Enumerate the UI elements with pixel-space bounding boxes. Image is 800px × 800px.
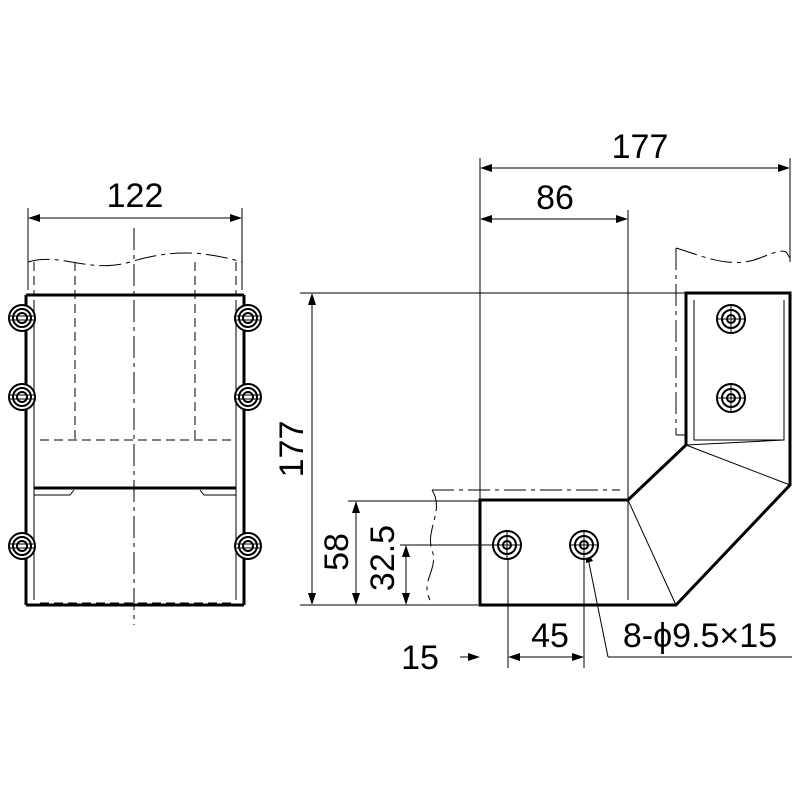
dimension-flange-height: 58 <box>318 500 480 605</box>
hole-height-label: 32.5 <box>364 525 402 591</box>
bolt-icon <box>234 383 262 411</box>
hole-icon <box>716 304 746 334</box>
dimension-overall-width: 177 <box>479 128 791 600</box>
dimension-front-width: 122 <box>27 177 243 290</box>
dimension-hole-pitch: 15 45 <box>401 546 585 677</box>
flange-height-label: 58 <box>318 533 356 571</box>
hole-icon <box>492 530 522 560</box>
inner-width-label: 86 <box>536 179 574 217</box>
hole-icon <box>569 530 599 560</box>
side-view: 177 86 177 58 <box>273 128 792 677</box>
height-label: 177 <box>273 421 311 478</box>
edge-offset-label: 15 <box>401 639 439 677</box>
dimension-hole-height: 32.5 <box>364 525 492 605</box>
bolt-icon <box>8 383 36 411</box>
front-body-outline <box>24 293 246 607</box>
bolt-icon <box>234 532 262 560</box>
hole-spec-label: 8-ϕ9.5×15 <box>623 617 777 655</box>
side-body-outline <box>478 291 792 607</box>
overall-width-label: 177 <box>612 128 669 166</box>
front-view: 122 <box>8 177 262 625</box>
side-holes <box>492 304 746 560</box>
hole-spec-leader: 8-ϕ9.5×15 <box>586 550 792 658</box>
bolt-icon <box>234 304 262 332</box>
hole-pitch-label: 45 <box>531 617 569 655</box>
hole-icon <box>716 383 746 413</box>
bolt-icon <box>8 532 36 560</box>
bolt-icon <box>8 304 36 332</box>
front-width-label: 122 <box>107 177 164 215</box>
dimension-height: 177 <box>273 292 685 606</box>
dimension-inner-width: 86 <box>480 179 629 600</box>
front-bolts <box>8 304 262 560</box>
